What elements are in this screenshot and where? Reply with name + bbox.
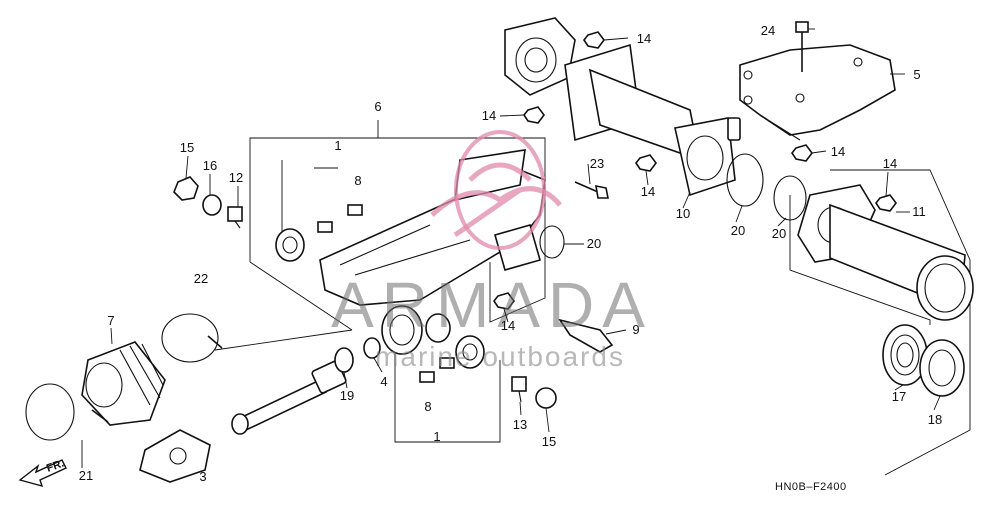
clip-8-lower-b — [439, 357, 455, 369]
band-clamp-22 — [161, 313, 219, 363]
callout-6: 6 — [374, 99, 381, 114]
group-bracket-11 — [789, 195, 931, 325]
callout-17: 17 — [892, 389, 906, 404]
callout-11: 11 — [912, 204, 926, 219]
final-drive-housing-6 — [319, 149, 546, 355]
callout-14b: 14 — [482, 108, 496, 123]
nut-14d — [791, 144, 813, 162]
callout-1b: 1 — [433, 429, 440, 444]
callout-14f: 14 — [501, 318, 515, 333]
callout-20c: 20 — [587, 236, 601, 251]
group-bracket-shaft — [214, 329, 353, 351]
o-ring-20b — [773, 175, 807, 221]
callout-4: 4 — [380, 374, 387, 389]
bolt-23 — [574, 181, 609, 199]
callout-5: 5 — [913, 67, 920, 82]
axle-housing-left — [504, 17, 741, 197]
callout-14e: 14 — [883, 156, 897, 171]
boot-7 — [81, 341, 166, 426]
washer-16 — [202, 194, 222, 216]
callout-12: 12 — [229, 170, 243, 185]
callout-14c: 14 — [641, 184, 655, 199]
callout-15a: 15 — [180, 140, 194, 155]
bolt-13 — [511, 376, 527, 403]
watermark-brand: ARMADA — [331, 269, 653, 341]
group-bracket-1-lower — [394, 338, 501, 443]
group-bracket-6-lower — [249, 261, 353, 331]
callout-24: 24 — [761, 23, 775, 38]
callout-22: 22 — [194, 271, 208, 286]
front-direction-arrow: FR. — [18, 457, 67, 488]
callout-14d: 14 — [831, 144, 845, 159]
nut-14b — [523, 106, 545, 124]
nut-14f — [493, 292, 515, 310]
callout-20b: 20 — [772, 226, 786, 241]
callout-7: 7 — [107, 313, 114, 328]
nut-15-upper — [173, 176, 199, 201]
bushing-1-lower — [455, 335, 485, 369]
spring-4 — [363, 337, 381, 359]
nut-14a — [583, 31, 605, 49]
clip-8-lower — [419, 371, 435, 383]
band-clamp-21 — [25, 383, 75, 441]
screw-22 — [207, 335, 223, 349]
callout-21: 21 — [79, 468, 93, 483]
bolt-12 — [227, 206, 243, 229]
front-marker-label: FR. — [45, 457, 66, 474]
leader-lines — [81, 28, 941, 468]
drive-shaft-2 — [231, 360, 347, 435]
bolt-24 — [795, 21, 809, 72]
oil-seal-18 — [919, 339, 965, 397]
callout-9: 9 — [632, 322, 639, 337]
watermark: ARMADA marine outboards — [331, 130, 653, 372]
callout-15b: 15 — [542, 434, 556, 449]
callout-16: 16 — [203, 158, 217, 173]
callout-18: 18 — [928, 412, 942, 427]
callout-10: 10 — [676, 206, 690, 221]
group-bracket-6 — [249, 137, 546, 323]
ring-19 — [334, 347, 354, 373]
watermark-tagline: marine outboards — [375, 341, 625, 372]
watermark-logo — [430, 130, 562, 250]
callout-8a: 8 — [354, 173, 361, 188]
screw-21 — [91, 409, 109, 423]
axle-housing-right — [797, 184, 974, 321]
o-ring-20a — [726, 153, 764, 207]
bushing-1-upper — [275, 228, 305, 262]
callout-13: 13 — [513, 417, 527, 432]
clip-8-upper-b — [347, 204, 363, 216]
callout-23: 23 — [590, 156, 604, 171]
drawing-code: HN0B–F2400 — [775, 481, 847, 493]
universal-joint-3 — [139, 429, 211, 483]
group-bracket-11-outer — [830, 169, 971, 476]
callout-3: 3 — [199, 469, 206, 484]
nut-14e — [875, 194, 897, 212]
callout-14a: 14 — [637, 31, 651, 46]
o-ring-20c — [539, 225, 565, 259]
stopper-9 — [558, 318, 614, 353]
callout-19: 19 — [340, 388, 354, 403]
bracket-plate-5 — [739, 44, 896, 141]
callout-20a: 20 — [731, 223, 745, 238]
nut-14c — [635, 154, 657, 172]
nut-15-lower — [535, 387, 557, 409]
callout-8b: 8 — [424, 399, 431, 414]
callout-1a: 1 — [334, 138, 341, 153]
clip-8-upper — [317, 221, 333, 233]
